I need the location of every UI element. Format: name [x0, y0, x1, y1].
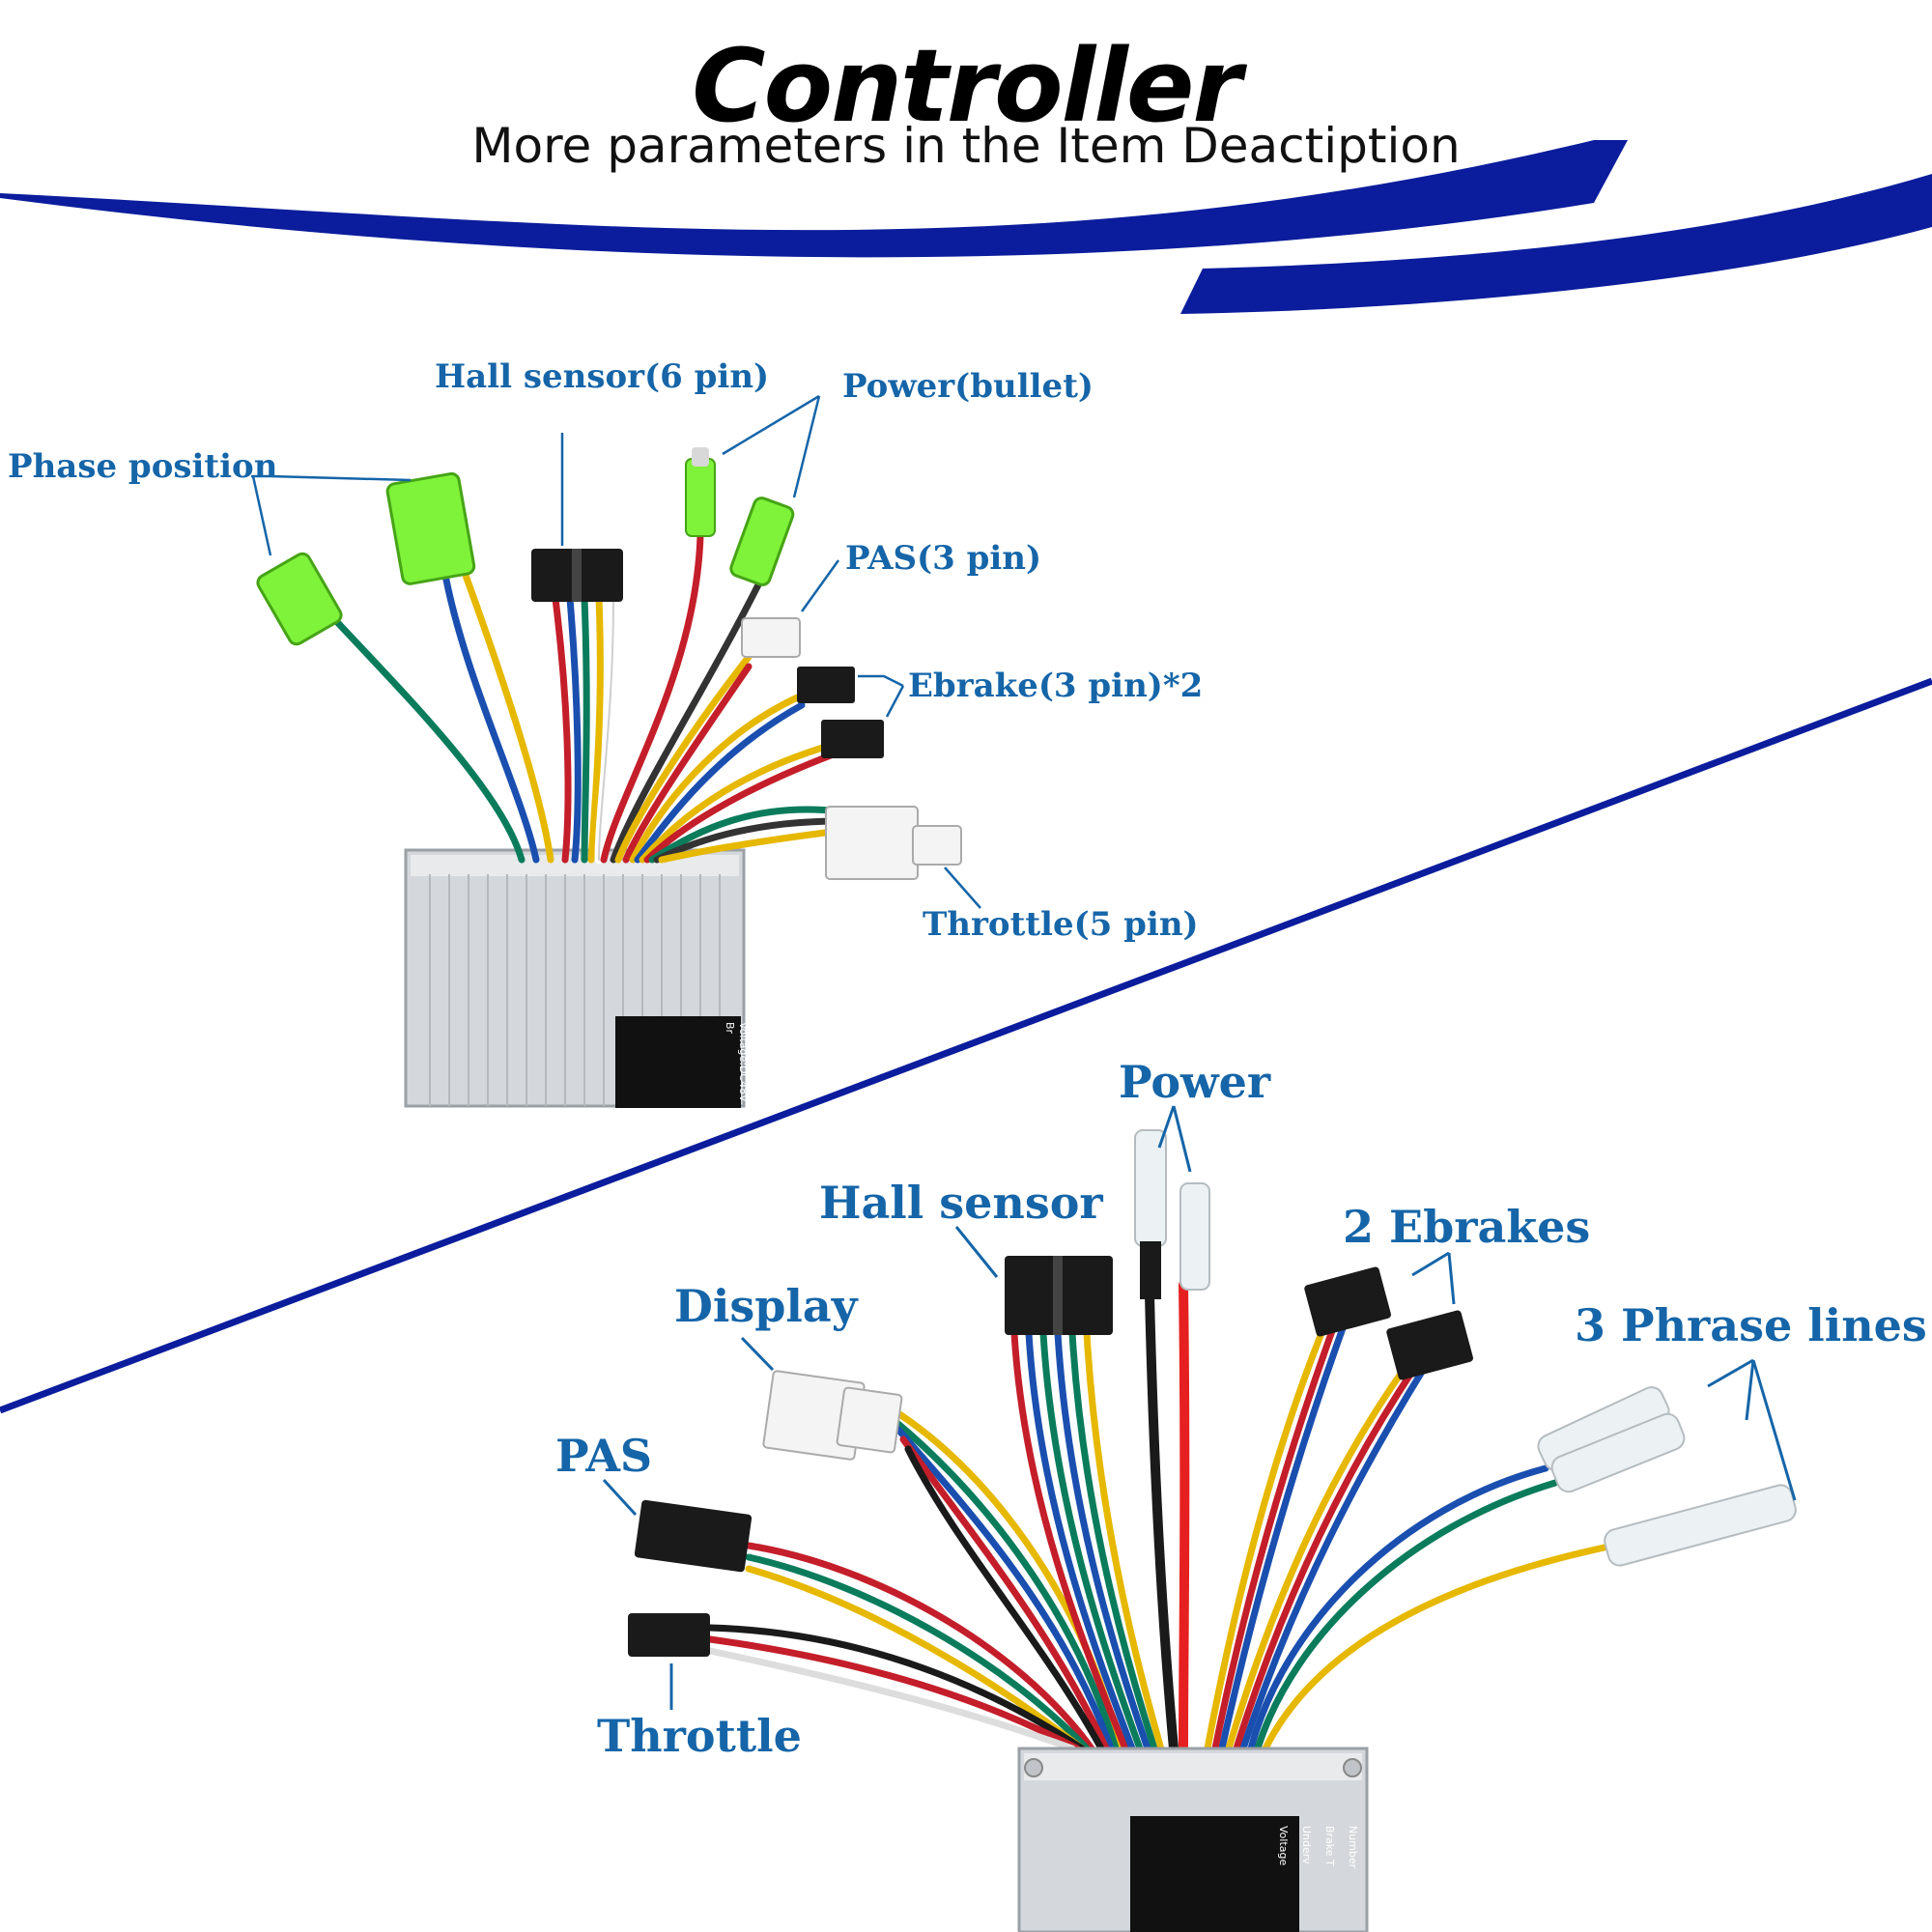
- top-ebrake-connector-2: [821, 720, 884, 758]
- bottom-ebrake-connector-1: [1304, 1266, 1391, 1337]
- page-subtitle: More parameters in the Item Deactiption: [471, 118, 1461, 174]
- top-hall-connector: [531, 549, 623, 602]
- bottom-spec-plate: Voltage Underv Brake T Number: [1130, 1816, 1359, 1932]
- label-ebrake-3pin: Ebrake(3 pin)*2: [908, 667, 1204, 705]
- label-3-phrase-lines: 3 Phrase lines: [1575, 1299, 1927, 1351]
- bottom-plate-line: Brake T: [1323, 1826, 1336, 1866]
- label-throttle: Throttle: [597, 1710, 802, 1762]
- bottom-controller: Voltage Underv Brake T Number: [602, 1105, 1797, 1932]
- bottom-phase-bullet-3: [1604, 1484, 1797, 1567]
- top-power-bullet-black: [729, 497, 795, 586]
- bottom-throttle-connector: [628, 1613, 710, 1657]
- top-phase-connector-2: [385, 471, 476, 585]
- bottom-power-bullet-red: [1179, 1182, 1210, 1291]
- label-phase-position: Phase position: [8, 447, 278, 486]
- top-plate-line: Number: 20200: [778, 1022, 790, 1105]
- top-phase-connector-1: [256, 552, 343, 646]
- label-hall-sensor-6pin: Hall sensor(6 pin): [435, 357, 770, 396]
- label-hall-sensor: Hall sensor: [819, 1177, 1103, 1229]
- top-pas-connector: [741, 617, 801, 658]
- bottom-display-connector: [762, 1370, 903, 1461]
- label-pas-3pin: PAS(3 pin): [845, 539, 1042, 578]
- bottom-hall-connector: [1005, 1256, 1113, 1335]
- top-plate-line: Voltage:DC48V: [737, 1022, 750, 1102]
- top-throttle-connector: [825, 806, 962, 880]
- label-2-ebrakes: 2 Ebrakes: [1343, 1201, 1591, 1253]
- bottom-ebrake-connector-2: [1386, 1310, 1473, 1380]
- top-ebrake-connector-1: [797, 667, 855, 703]
- label-pas: PAS: [555, 1430, 653, 1482]
- label-power-bullet: Power(bullet): [842, 367, 1094, 406]
- banner-swoosh-left: [0, 140, 1628, 258]
- bottom-plate-line: Underv: [1300, 1826, 1313, 1864]
- top-power-bullet-red: [685, 447, 716, 537]
- page-title: Controller: [692, 27, 1241, 145]
- banner-swoosh-right: [1180, 174, 1932, 314]
- label-power: Power: [1119, 1056, 1271, 1108]
- label-throttle-5pin: Throttle(5 pin): [923, 905, 1199, 944]
- diagonal-divider: [0, 677, 1932, 1414]
- bottom-phase-bullet-2: [1550, 1412, 1686, 1493]
- top-plate-line: Br: [724, 1022, 736, 1035]
- bottom-power-bullet-black: [1134, 1129, 1167, 1299]
- bottom-plate-line: Number: [1347, 1826, 1359, 1869]
- top-plate-line: Undervoltage:40: [751, 1022, 763, 1111]
- label-display: Display: [674, 1280, 858, 1332]
- bottom-pas-connector: [634, 1499, 753, 1573]
- top-plate-line: Brake Type:P: [764, 1022, 777, 1091]
- bottom-plate-line: Voltage: [1277, 1826, 1290, 1865]
